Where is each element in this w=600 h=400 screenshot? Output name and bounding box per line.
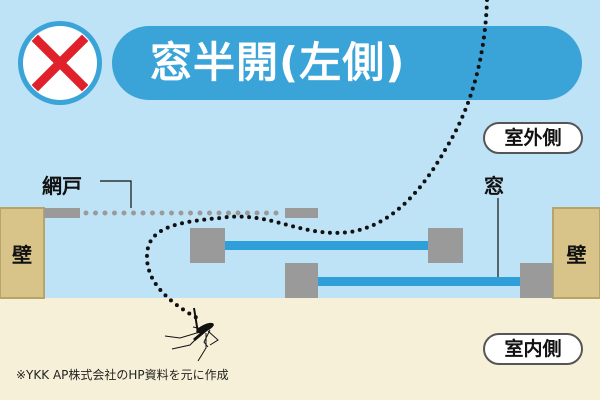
- wall-right: [552, 207, 600, 299]
- screen-door: [44, 208, 318, 218]
- wall-left-label: 壁: [12, 243, 32, 267]
- inside-badge: 室内側: [483, 333, 583, 365]
- page-title: 窓半開(左側): [150, 38, 406, 87]
- screen-leader-line: [100, 180, 132, 208]
- screen-label: 網戸: [42, 174, 82, 198]
- wall-left: [0, 207, 45, 299]
- mosquito-path: [144, 0, 489, 320]
- window-sash-inner: [285, 263, 553, 298]
- window-label: 窓: [484, 174, 504, 198]
- mosquito-icon: [164, 307, 219, 362]
- wall-right-label: 壁: [566, 243, 587, 267]
- cross-mark-icon: [18, 21, 102, 105]
- source-footnote: ※YKK AP株式会社のHP資料を元に作成: [16, 368, 229, 382]
- title-pill: [112, 26, 582, 100]
- window-sash-outer: [190, 228, 463, 263]
- outside-badge: 室外側: [483, 122, 583, 154]
